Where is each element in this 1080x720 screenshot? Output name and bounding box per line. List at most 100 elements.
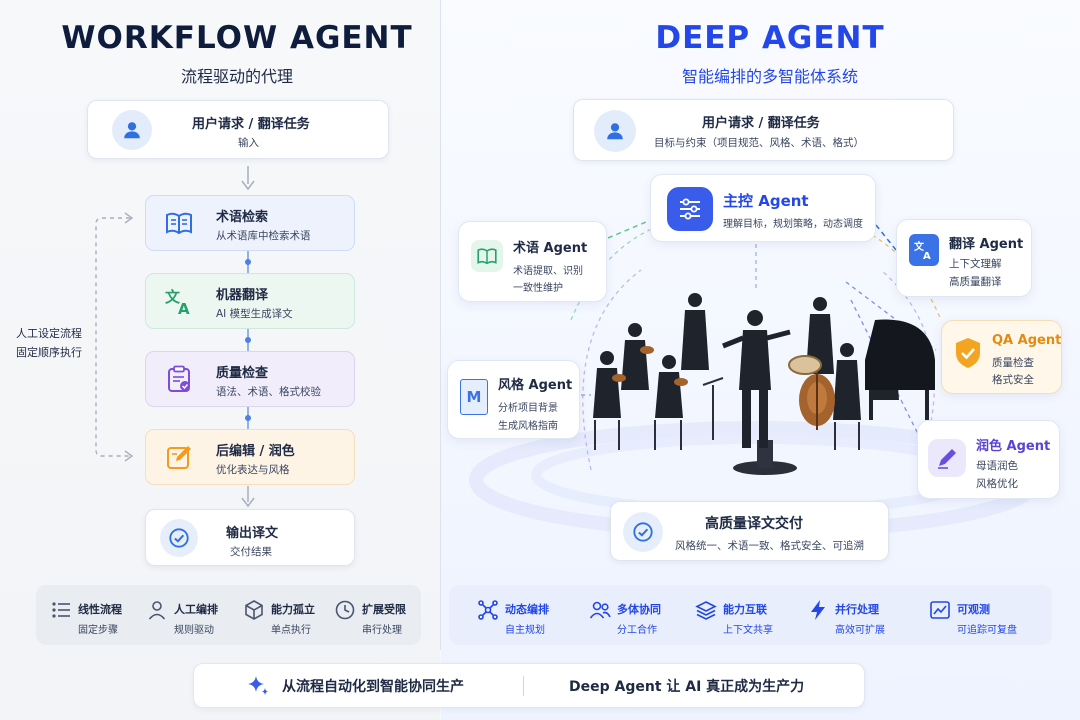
- term-agent-line1: 术语提取、识别: [513, 266, 583, 277]
- style-agent-line2: 生成风格指南: [498, 421, 558, 432]
- list-icon: [50, 599, 72, 621]
- people-icon: [589, 599, 611, 621]
- step-sub: AI 模型生成译文: [216, 308, 293, 320]
- step-quality-check: 质量检查 语法、术语、格式校验: [145, 351, 355, 407]
- network-icon: [477, 599, 499, 621]
- qa-agent-card: QA Agent 质量检查 格式安全: [941, 320, 1062, 394]
- feature-title: 多体协同: [617, 603, 661, 616]
- master-agent-card: 主控 Agent 理解目标，规划策略，动态调度: [650, 174, 876, 242]
- feature-title: 并行处理: [835, 603, 879, 616]
- term-agent-card: 术语 Agent 术语提取、识别 一致性维护: [458, 221, 607, 302]
- step-title: 后编辑 / 润色: [216, 444, 295, 459]
- layers-icon: [695, 599, 717, 621]
- deep-output-sub: 风格统一、术语一致、格式安全、可追溯: [675, 540, 864, 552]
- qa-agent-line1: 质量检查: [992, 357, 1034, 369]
- footer-banner: 从流程自动化到智能协同生产 Deep Agent 让 AI 真正成为生产力: [193, 663, 865, 708]
- feature-sub: 单点执行: [271, 625, 311, 636]
- step-title: 机器翻译: [216, 288, 269, 303]
- step-post-edit: 后编辑 / 润色 优化表达与风格: [145, 429, 355, 485]
- polish-agent-line2: 风格优化: [976, 478, 1018, 490]
- feature-title: 能力孤立: [271, 603, 315, 616]
- deep-features-bar: 动态编排 自主规划 多体协同 分工合作 能力互联 上下文共享 并行处理 高效可扩…: [449, 585, 1052, 645]
- footer-right-text: Deep Agent 让 AI 真正成为生产力: [569, 679, 805, 695]
- workflow-output-sub: 交付结果: [230, 546, 272, 558]
- chart-icon: [929, 599, 951, 621]
- workflow-output-title: 输出译文: [226, 526, 279, 541]
- deep-output-card: 高质量译文交付 风格统一、术语一致、格式安全、可追溯: [610, 501, 889, 561]
- feature-sub: 分工合作: [617, 625, 657, 636]
- step-sub: 语法、术语、格式校验: [216, 386, 321, 398]
- workflow-side-note-1: 人工设定流程: [16, 327, 82, 340]
- workflow-title: WORKFLOW AGENT: [61, 20, 413, 56]
- workflow-subtitle: 流程驱动的代理: [180, 67, 293, 86]
- user-icon: [594, 110, 636, 152]
- pen-icon: [928, 439, 966, 477]
- step-title: 质量检查: [216, 366, 269, 381]
- qa-agent-title: QA Agent: [992, 333, 1062, 348]
- style-agent-line1: 分析项目背景: [498, 403, 558, 414]
- step-sub: 从术语库中检索术语: [216, 230, 311, 242]
- term-agent-line2: 一致性维护: [513, 283, 563, 294]
- check-circle-icon: [160, 519, 198, 557]
- panel-divider: [440, 0, 441, 650]
- feature-manual: 人工编排 规则驱动: [146, 585, 236, 645]
- style-agent-title: 风格 Agent: [498, 378, 573, 393]
- feature-title: 扩展受限: [362, 603, 406, 616]
- feature-sub: 高效可扩展: [835, 625, 885, 636]
- feature-observable: 可观测 可追踪可复盘: [929, 585, 1039, 645]
- feature-title: 可观测: [957, 603, 990, 616]
- person-icon: [146, 599, 168, 621]
- workflow-input-sub: 输入: [238, 137, 259, 149]
- feature-sub: 固定步骤: [78, 625, 118, 636]
- workflow-output-card: 输出译文 交付结果: [145, 509, 355, 566]
- book-icon: [471, 240, 503, 272]
- footer-left-text: 从流程自动化到智能协同生产: [282, 679, 464, 695]
- qa-agent-line2: 格式安全: [992, 374, 1034, 386]
- feature-title: 线性流程: [78, 603, 122, 616]
- workflow-input-card: 用户请求 / 翻译任务 输入: [87, 100, 389, 159]
- svg-text:文: 文: [165, 288, 181, 306]
- feature-collab: 多体协同 分工合作: [589, 585, 689, 645]
- sliders-icon: [667, 187, 713, 231]
- translate-agent-line2: 高质量翻译: [949, 276, 1002, 288]
- workflow-side-note-2: 固定顺序执行: [16, 346, 82, 359]
- svg-text:A: A: [178, 300, 190, 316]
- edit-icon: [164, 442, 194, 472]
- check-circle-icon: [623, 512, 663, 552]
- document-m-icon: M: [460, 379, 488, 415]
- shield-check-icon: [952, 335, 984, 371]
- feature-isolated: 能力孤立 单点执行: [243, 585, 333, 645]
- deep-input-card: 用户请求 / 翻译任务 目标与约束（项目规范、风格、术语、格式）: [573, 99, 954, 161]
- style-agent-card: M 风格 Agent 分析项目背景 生成风格指南: [447, 360, 580, 439]
- polish-agent-title: 润色 Agent: [976, 439, 1051, 454]
- polish-agent-card: 润色 Agent 母语润色 风格优化: [917, 420, 1060, 499]
- workflow-input-title: 用户请求 / 翻译任务: [192, 117, 310, 132]
- user-icon: [112, 110, 152, 150]
- feature-sub: 串行处理: [362, 625, 402, 636]
- deep-output-title: 高质量译文交付: [705, 516, 803, 532]
- clock-icon: [334, 599, 356, 621]
- translate-agent-title: 翻译 Agent: [949, 237, 1024, 252]
- feature-interconnect: 能力互联 上下文共享: [695, 585, 795, 645]
- deep-agent-title: DEEP AGENT: [655, 20, 885, 56]
- deep-input-sub: 目标与约束（项目规范、风格、术语、格式）: [654, 137, 864, 149]
- lightning-icon: [807, 599, 829, 621]
- feature-parallel: 并行处理 高效可扩展: [807, 585, 907, 645]
- feature-title: 能力互联: [723, 603, 767, 616]
- workflow-connectors: [95, 166, 255, 508]
- step-title: 术语检索: [216, 210, 269, 225]
- book-icon: [164, 208, 194, 238]
- orchestra-illustration: [593, 293, 935, 475]
- feature-sub: 可追踪可复盘: [957, 625, 1017, 636]
- feature-sub: 上下文共享: [723, 625, 773, 636]
- master-agent-title: 主控 Agent: [723, 192, 809, 210]
- svg-text:文: 文: [914, 240, 925, 253]
- workflow-features-bar: 线性流程 固定步骤 人工编排 规则驱动 能力孤立 单点执行 扩展受限 串行处理: [36, 585, 421, 645]
- cube-icon: [243, 599, 265, 621]
- feature-limited: 扩展受限 串行处理: [334, 585, 424, 645]
- feature-sub: 自主规划: [505, 625, 545, 636]
